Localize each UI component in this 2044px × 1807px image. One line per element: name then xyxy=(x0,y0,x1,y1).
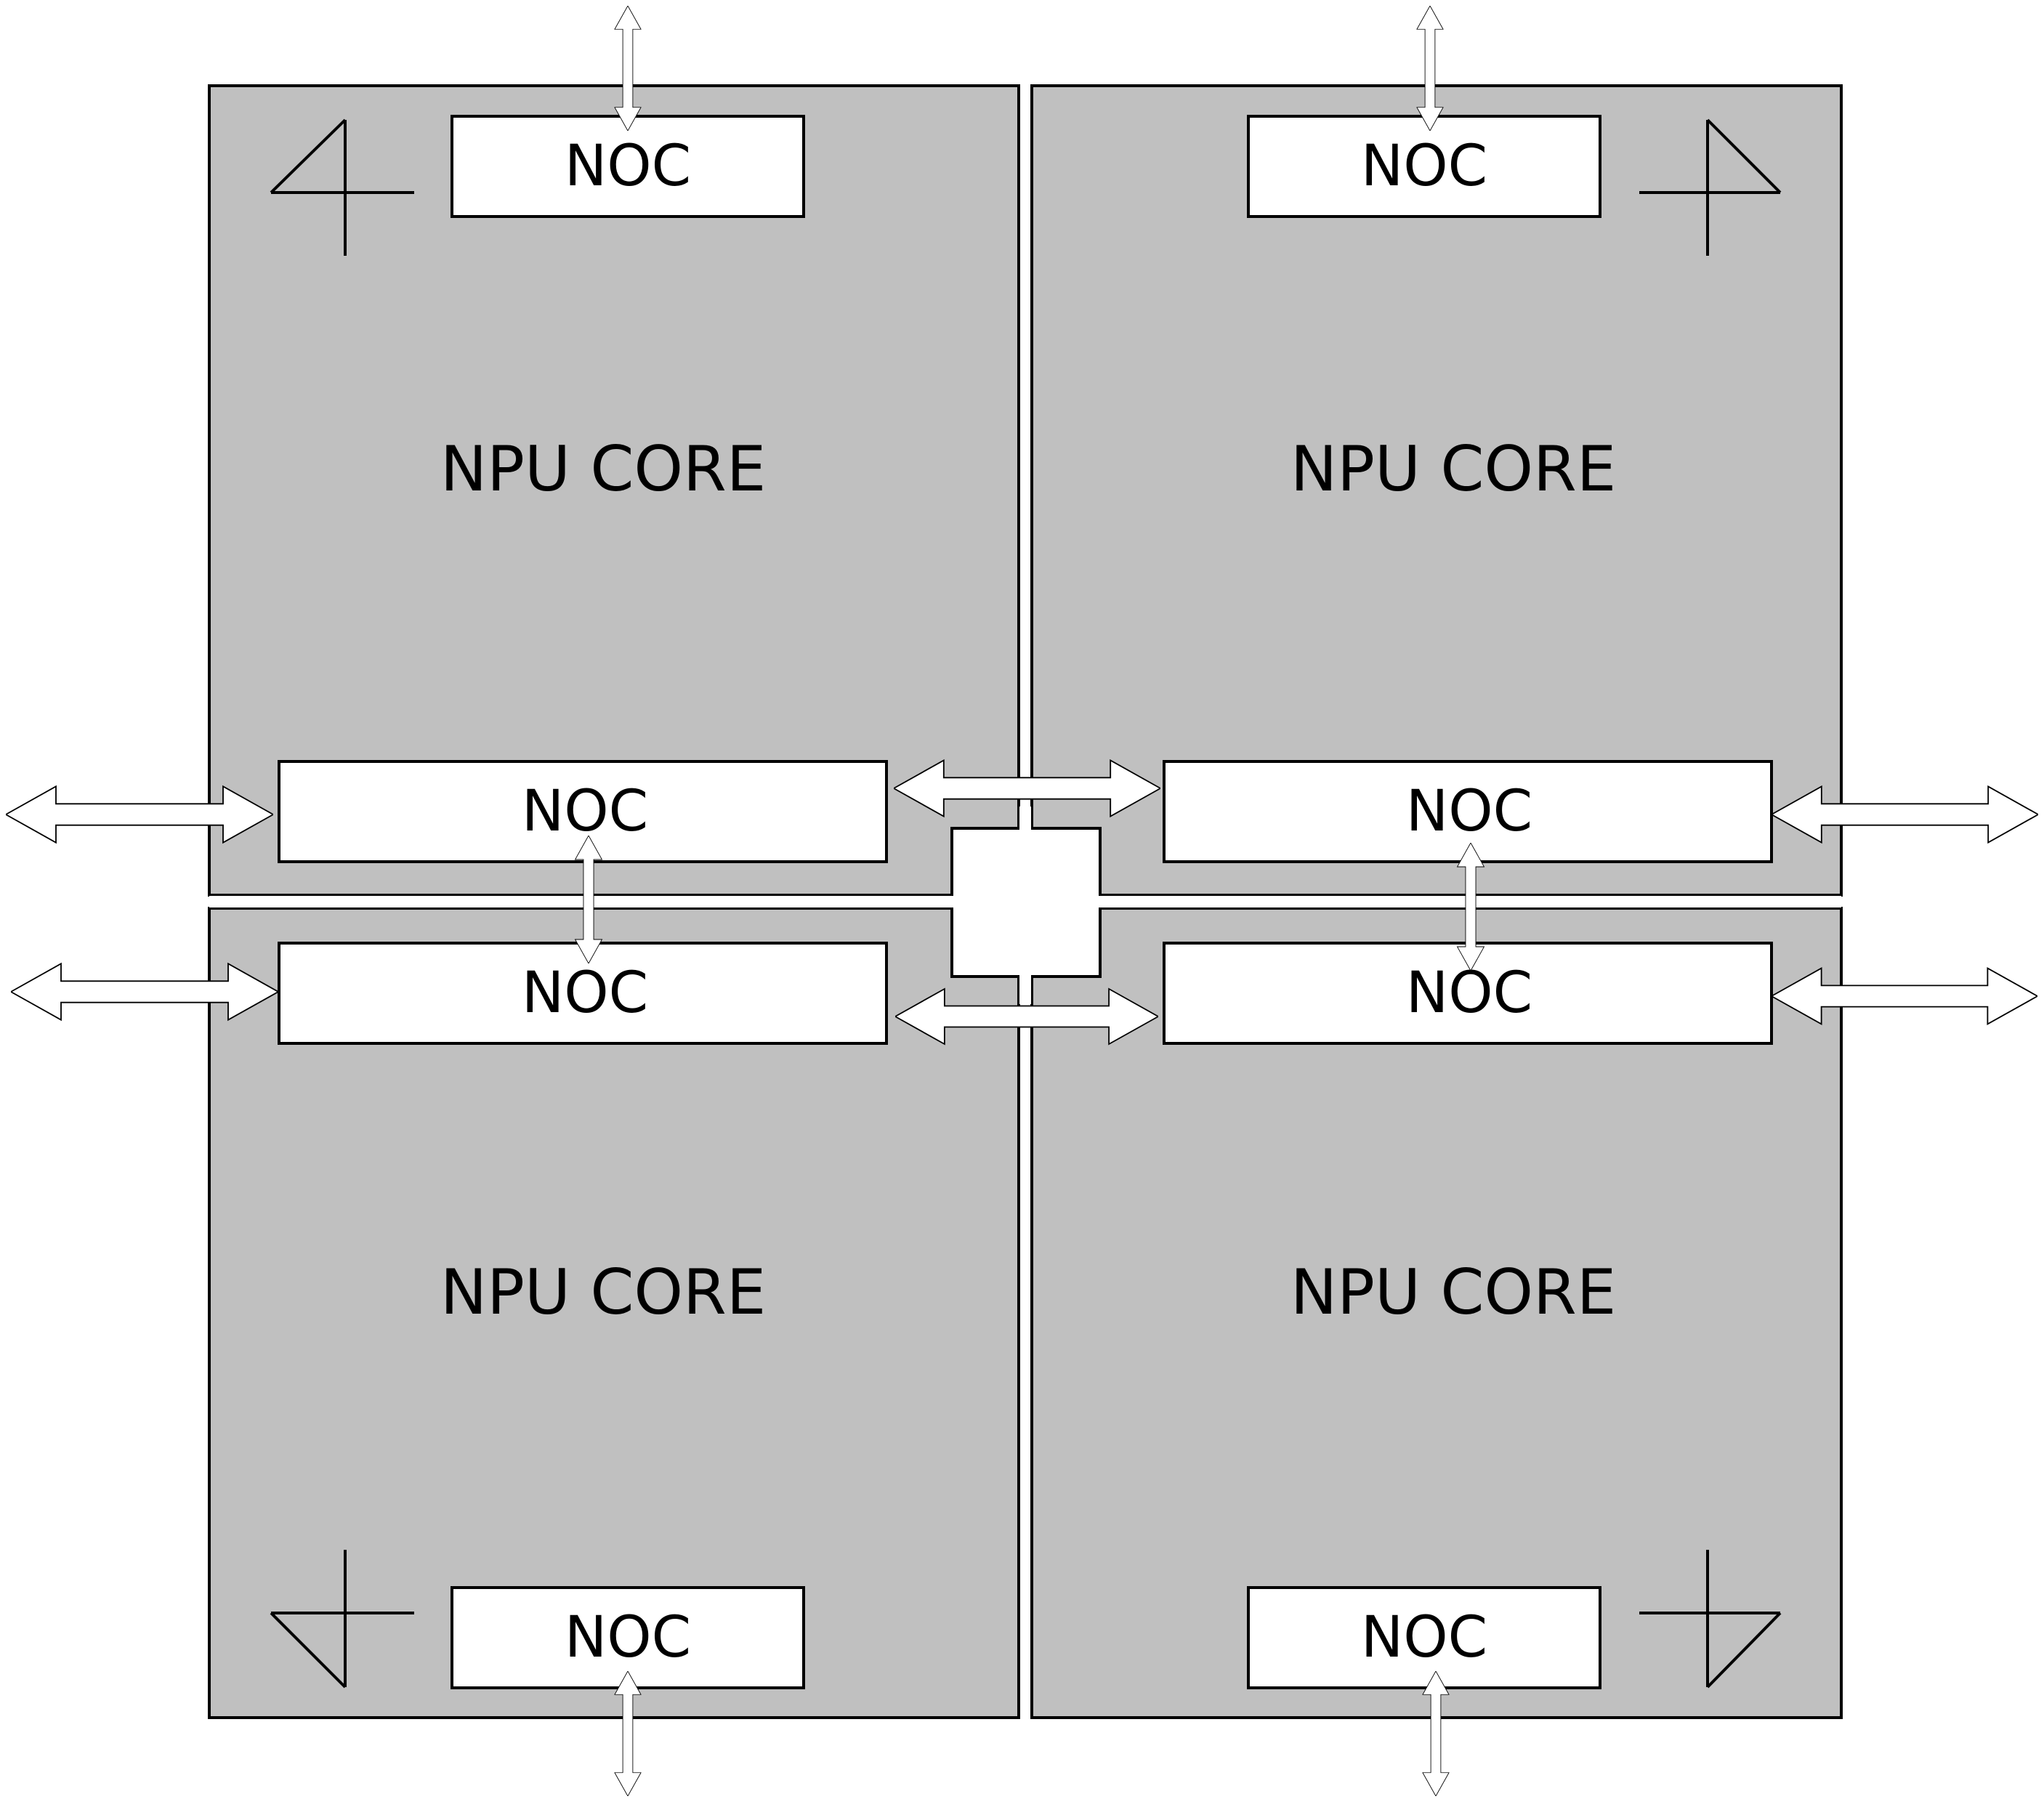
noc-label-bottom-right-outer: NOC xyxy=(1361,1605,1487,1670)
noc-block-top-left-outer xyxy=(451,115,805,218)
noc-label-bottom-right-inner: NOC xyxy=(1406,961,1532,1026)
arrow-right-external-bottom xyxy=(1772,967,2037,1025)
arrow-top-left-external xyxy=(614,6,642,131)
corner-marker-bottom-left xyxy=(270,1550,414,1689)
core-label-bottom-left: NPU CORE xyxy=(440,1256,766,1329)
router-bus-horizontal xyxy=(209,896,1841,907)
noc-block-bottom-right-outer xyxy=(1247,1586,1601,1689)
router-bus-vertical-bottom xyxy=(1019,975,1031,1004)
arrow-right-external-top xyxy=(1772,785,2038,844)
noc-block-top-right-inner xyxy=(1163,760,1773,863)
noc-label-bottom-left-outer: NOC xyxy=(565,1605,691,1670)
corner-marker-bottom-right xyxy=(1639,1550,1782,1689)
arrow-left-external-bottom xyxy=(11,963,278,1021)
noc-label-top-left-inner: NOC xyxy=(522,779,648,844)
noc-label-top-left-outer: NOC xyxy=(565,134,691,199)
core-label-top-left: NPU CORE xyxy=(440,433,766,506)
noc-block-top-left-inner xyxy=(278,760,888,863)
noc-label-top-right-inner: NOC xyxy=(1406,779,1532,844)
corner-marker-top-left xyxy=(270,118,414,256)
arrow-bottom-left-external xyxy=(614,1671,642,1796)
core-label-bottom-right: NPU CORE xyxy=(1290,1256,1616,1329)
noc-label-top-right-outer: NOC xyxy=(1361,134,1487,199)
noc-block-bottom-left-inner xyxy=(278,942,888,1045)
arrow-left-external-top xyxy=(6,785,273,844)
core-label-top-right: NPU CORE xyxy=(1290,433,1616,506)
noc-block-top-right-outer xyxy=(1247,115,1601,218)
arrow-bottom-right-external xyxy=(1422,1671,1450,1796)
arrow-top-right-external xyxy=(1416,6,1444,131)
router-bus-vertical-top xyxy=(1019,807,1031,830)
noc-label-bottom-left-inner: NOC xyxy=(522,961,648,1026)
corner-marker-top-right xyxy=(1639,118,1782,256)
